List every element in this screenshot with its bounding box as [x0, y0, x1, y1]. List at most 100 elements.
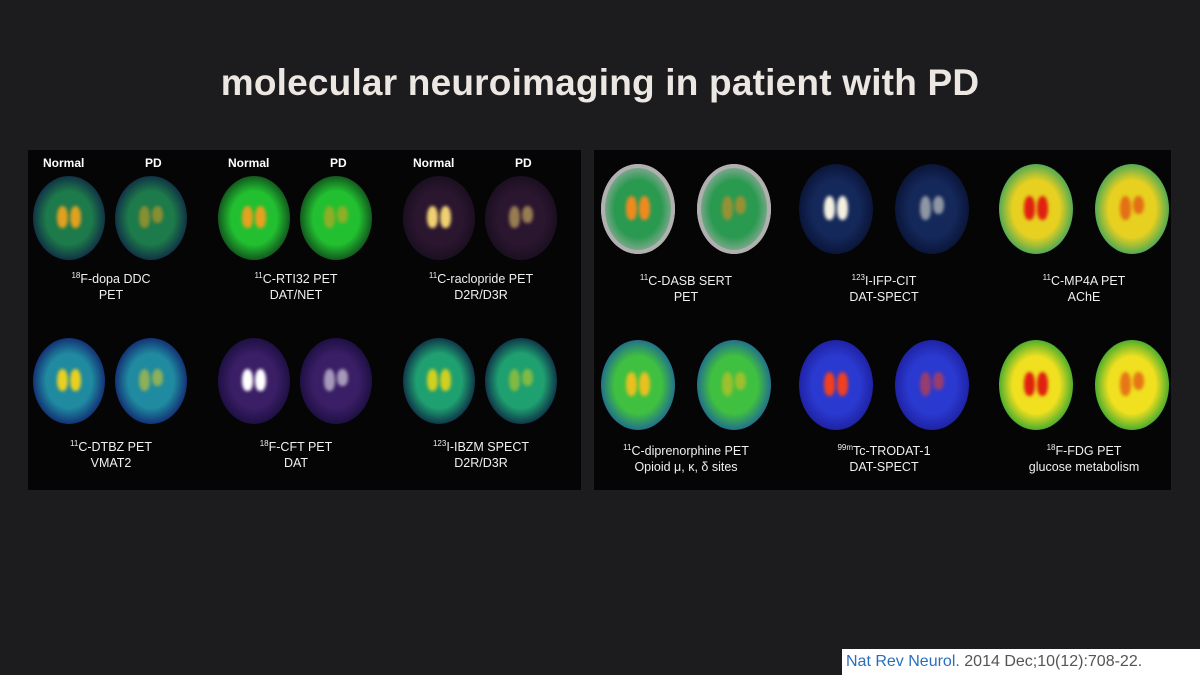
pd-brain-scan	[697, 340, 771, 430]
tracer-name: C-DASB SERT	[648, 274, 733, 288]
striatum-uptake-spot	[522, 368, 533, 386]
striatum-uptake-spot	[824, 372, 835, 396]
striatum-uptake-spot	[1037, 372, 1048, 396]
tracer-target: Opioid μ, κ, δ sites	[634, 460, 738, 474]
striatum-uptake-spot	[722, 196, 733, 220]
pd-brain-scan	[115, 338, 187, 424]
slide-title: molecular neuroimaging in patient with P…	[220, 62, 980, 103]
striatum-uptake-spot	[440, 206, 451, 229]
striatum-uptake-spot	[933, 372, 944, 390]
striatum-uptake-spot	[522, 206, 533, 223]
striatum-uptake-spot	[509, 368, 520, 392]
normal-column-header: Normal	[413, 156, 455, 170]
striatum-uptake-spot	[837, 196, 848, 220]
normal-brain-scan	[601, 340, 675, 430]
tracer-target: DAT	[283, 456, 309, 470]
tracer-target: glucose metabolism	[1028, 460, 1140, 474]
pd-brain-scan	[895, 164, 969, 254]
striatum-uptake-spot	[255, 368, 266, 392]
striatum-uptake-spot	[837, 372, 848, 396]
isotope-superscript: 18	[259, 439, 269, 448]
striatum-uptake-spot	[824, 196, 835, 220]
isotope-superscript: 123	[432, 439, 447, 448]
striatum-uptake-spot	[242, 206, 253, 229]
striatum-uptake-spot	[152, 206, 163, 223]
normal-brain-scan	[33, 338, 105, 424]
isotope-superscript: 99m	[837, 443, 853, 452]
normal-brain-scan	[403, 176, 475, 260]
isotope-superscript: 18	[1046, 443, 1056, 452]
striatum-uptake-spot	[626, 372, 637, 396]
isotope-superscript: 11	[1042, 273, 1051, 282]
striatum-uptake-spot	[933, 196, 944, 214]
tracer-name: Tc-TRODAT-1	[853, 444, 931, 458]
striatum-uptake-spot	[1133, 372, 1144, 390]
isotope-superscript: 18	[71, 271, 81, 280]
striatum-uptake-spot	[139, 206, 150, 229]
tracer-name: I-IFP-CIT	[864, 274, 917, 288]
striatum-uptake-spot	[1037, 196, 1048, 220]
striatum-uptake-spot	[639, 372, 650, 396]
striatum-uptake-spot	[735, 196, 746, 214]
tracer-target: PET	[673, 290, 699, 304]
pd-brain-scan	[485, 176, 557, 260]
normal-column-header: Normal	[43, 156, 85, 170]
striatum-uptake-spot	[920, 196, 931, 220]
striatum-uptake-spot	[1120, 372, 1131, 396]
striatum-uptake-spot	[139, 368, 150, 392]
pd-brain-scan	[697, 164, 771, 254]
citation-journal-link[interactable]: Nat Rev Neurol.	[846, 653, 960, 670]
striatum-uptake-spot	[324, 206, 335, 229]
isotope-superscript: 11	[254, 271, 263, 280]
normal-brain-scan	[799, 164, 873, 254]
tracer-target: D2R/D3R	[454, 456, 508, 470]
tracer-target: D2R/D3R	[454, 288, 508, 302]
striatum-uptake-spot	[324, 368, 335, 392]
striatum-uptake-spot	[920, 372, 931, 396]
tracer-target: DAT-SPECT	[849, 460, 919, 474]
striatum-uptake-spot	[1133, 196, 1144, 214]
striatum-uptake-spot	[255, 206, 266, 229]
tracer-name: F-dopa DDC	[80, 272, 151, 286]
striatum-uptake-spot	[57, 206, 68, 229]
normal-brain-scan	[218, 338, 290, 424]
isotope-superscript: 11	[623, 443, 632, 452]
normal-brain-scan	[403, 338, 475, 424]
striatum-uptake-spot	[509, 206, 520, 229]
tracer-name: C-DTBZ PET	[78, 440, 152, 454]
pd-column-header: PD	[330, 156, 347, 170]
striatum-uptake-spot	[152, 368, 163, 386]
striatum-uptake-spot	[722, 372, 733, 396]
tracer-name: C-raclopride PET	[437, 272, 534, 286]
striatum-uptake-spot	[1024, 372, 1035, 396]
pd-column-header: PD	[515, 156, 532, 170]
pd-column-header: PD	[145, 156, 162, 170]
pd-brain-scan	[115, 176, 187, 260]
striatum-uptake-spot	[1120, 196, 1131, 220]
striatum-uptake-spot	[57, 368, 68, 392]
striatum-uptake-spot	[242, 368, 253, 392]
tracer-name: C-RTI32 PET	[262, 272, 338, 286]
pd-brain-scan	[895, 340, 969, 430]
normal-brain-scan	[799, 340, 873, 430]
pd-brain-scan	[485, 338, 557, 424]
normal-brain-scan	[999, 164, 1073, 254]
normal-brain-scan	[218, 176, 290, 260]
striatum-uptake-spot	[337, 206, 348, 223]
tracer-target: AChE	[1067, 290, 1101, 304]
pd-brain-scan	[300, 338, 372, 424]
tracer-name: C-diprenorphine PET	[631, 444, 749, 458]
striatum-uptake-spot	[1024, 196, 1035, 220]
tracer-target: VMAT2	[90, 456, 132, 470]
isotope-superscript: 123	[851, 273, 865, 282]
